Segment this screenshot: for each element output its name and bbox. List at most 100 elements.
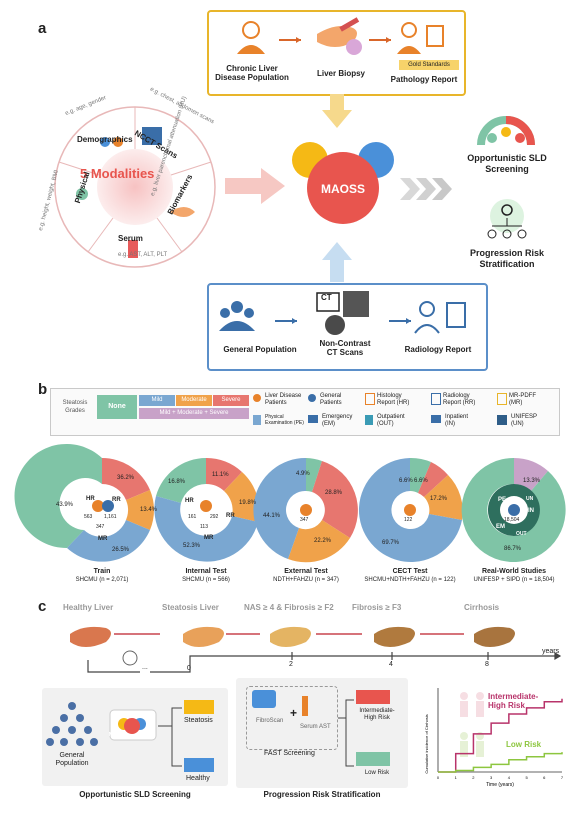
grade-severe: Severe (213, 395, 249, 406)
internal-count-0: 161 (188, 514, 197, 520)
fast-label: FAST Screening (264, 750, 315, 757)
donut-train (14, 444, 154, 562)
chart-title-train: Train (93, 568, 111, 575)
x-tick-label: 3 (490, 775, 493, 780)
general-patient-icon (308, 394, 316, 402)
cect-pct-1: 6.6% (414, 478, 428, 484)
high-risk-group (356, 690, 390, 704)
liver-steatosis-icon (183, 626, 224, 647)
train-count-0: 563 (84, 514, 93, 520)
realworld-in: IN (528, 508, 534, 514)
five-modalities-title: 5 Modalities (80, 166, 155, 181)
fibroscan-label: FibroScan (256, 718, 284, 724)
external-none (306, 458, 322, 492)
stage-nas: NAS ≥ 4 & Fibrosis ≥ F2 (244, 603, 334, 612)
x-tick-label: 0 (437, 775, 440, 780)
tick-8: 8 (485, 661, 489, 668)
bottom-flow-box: CT General Population Non-Contrast CT Sc… (207, 283, 488, 371)
liver-biopsy-label: Liver Biopsy (316, 69, 365, 78)
panel-b-letter: b (38, 381, 48, 398)
modality-demographics: Demographics (77, 135, 133, 144)
healthy-group (184, 758, 214, 772)
cect-pct-0: 6.6% (399, 478, 413, 484)
legend-entry-1: General Patients (320, 393, 342, 406)
chart-sub-internal: SHCMU (n = 566) (182, 577, 230, 583)
chart-title-cect: CECT Test (392, 568, 428, 575)
realworld-pct-0: 13.3% (523, 478, 541, 484)
chart-sub-external: NDTH+FAHZU (n = 347) (273, 577, 339, 583)
ct-label: CT (321, 293, 332, 302)
tick-2: 2 (289, 661, 293, 668)
legend-entry-9: UNIFESP (UN) (511, 414, 538, 427)
doctor-icon (397, 22, 444, 54)
footer-stratification: Progression Risk Stratification (263, 790, 381, 799)
steatosis-label: Steatosis (184, 717, 213, 724)
realworld-combo (514, 458, 548, 491)
external-pct-0: 4.9% (296, 471, 310, 477)
ellipsis: ... (142, 664, 148, 671)
general-population-label: General Population (223, 345, 297, 354)
years-label: years (542, 648, 560, 655)
physical-exam-icon (253, 415, 261, 425)
maoss-small-label: MAOSS (108, 732, 128, 738)
x-tick-label: 4 (508, 775, 511, 780)
stage-steatosis: Steatosis Liver (162, 603, 219, 612)
inpatient-bed-icon (431, 415, 441, 423)
cect-pct-2: 17.2% (430, 496, 448, 502)
train-mild (67, 520, 150, 562)
general-population-c: General Population (55, 752, 89, 767)
legend-entry-8: Inpatient (IN) (445, 414, 469, 427)
mrpdff-icon (497, 393, 507, 405)
chart-title-external: External Test (284, 568, 328, 575)
fibroscan-icon (252, 690, 276, 708)
population-pyramid (46, 702, 98, 746)
chronic-liver-label: Chronic Liver Disease Population (215, 64, 289, 82)
train-pct-0: 36.2% (117, 475, 135, 481)
liver-icon (317, 17, 362, 55)
bottom-up-arrow (322, 242, 352, 282)
timeline-axis (87, 651, 562, 673)
train-hr: HR (86, 496, 95, 502)
maoss-logo (292, 142, 394, 224)
output-stratification: Progression Risk Stratification (469, 248, 545, 269)
external-pct-2: 22.2% (314, 538, 332, 544)
internal-mild (154, 496, 258, 562)
output-screening: Opportunistic SLD Screening (467, 153, 547, 174)
x-tick-label: 1 (455, 775, 458, 780)
external-pct-3: 44.1% (263, 513, 281, 519)
radiology-icon (431, 393, 441, 405)
internal-count-2: 113 (200, 524, 208, 530)
panel-a-letter: a (38, 20, 47, 37)
donut-realworld (461, 457, 566, 562)
ct-scan-icon (142, 127, 162, 145)
chart-sub-realworld: UNIFESP + SIPD (n = 18,504) (473, 577, 555, 583)
serum-tube-icon (128, 240, 138, 258)
group-icon (219, 301, 255, 331)
serum-icon (302, 696, 308, 716)
realworld-pct-1: 86.7% (504, 546, 522, 552)
realworld-un: UN (526, 496, 534, 502)
internal-pct-2: 19.8% (239, 500, 257, 506)
external-moderate (288, 520, 350, 563)
donut-charts (14, 444, 566, 563)
external-pct-1: 28.8% (325, 490, 343, 496)
top-flow-box: Chronic Liver Disease Population Liver B… (207, 10, 466, 96)
chart-x-label: Time (years) (486, 782, 514, 788)
cect-mild (358, 458, 462, 562)
cect-count: 122 (404, 517, 413, 523)
stage-healthy: Healthy Liver (63, 603, 114, 612)
internal-hr: HR (185, 498, 194, 504)
fast-illustration (252, 690, 390, 767)
liver-small-icon (170, 207, 195, 217)
internal-none (156, 458, 206, 503)
train-none (14, 444, 102, 549)
top-down-arrow (322, 94, 352, 128)
fast-dashed-box (246, 686, 338, 750)
screening-illustration (46, 700, 214, 772)
chart-label-low: Low Risk (506, 740, 542, 749)
realworld-pe: PE (498, 497, 507, 503)
x-tick-label: 2 (472, 775, 475, 780)
chevron-arrows (400, 178, 452, 200)
chart-y-label: Cumulative incidence of Cirrhosis (424, 714, 429, 773)
